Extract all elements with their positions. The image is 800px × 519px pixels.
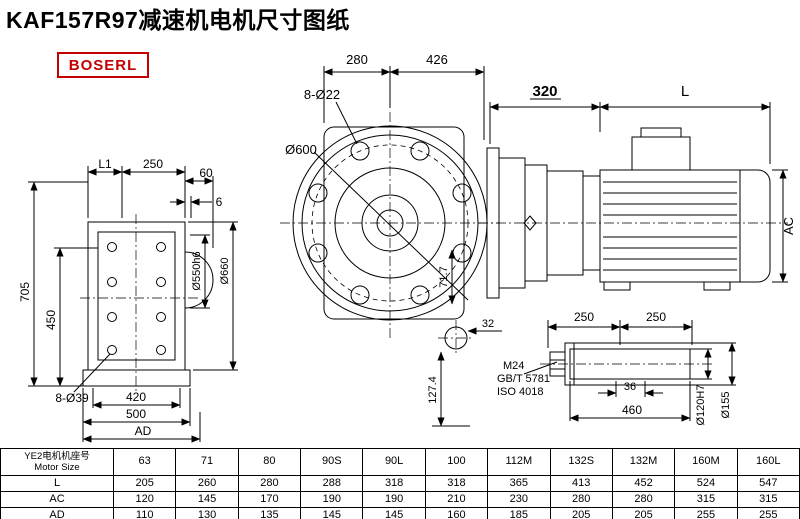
dim-value-cell: 110: [112, 507, 177, 519]
dim-250-a: 250: [574, 310, 594, 324]
dim-ad: AD: [135, 424, 152, 438]
dim-value-cell: 280: [611, 491, 676, 508]
dim-value-cell: 135: [237, 507, 302, 519]
dim-value-cell: 280: [549, 491, 613, 508]
dim-value-cell: 205: [611, 507, 676, 519]
frame-size-header: 160L: [736, 448, 800, 476]
boserl-logo-text: BOSERL: [68, 56, 138, 74]
dim-71-7: 71.7: [438, 266, 450, 287]
dim-value-cell: 255: [736, 507, 800, 519]
motor-view: [478, 98, 788, 299]
flange-view: [280, 66, 502, 427]
dim-value-cell: 413: [549, 475, 613, 492]
label-iso-4018: ISO 4018: [497, 386, 543, 398]
dim-value-cell: 547: [736, 475, 800, 492]
label-m24: M24: [503, 360, 524, 372]
dim-value-cell: 524: [674, 475, 738, 492]
dim-6: 6: [216, 195, 223, 209]
dim-450: 450: [44, 310, 58, 330]
dim-280: 280: [346, 52, 368, 67]
shaft-detail: [523, 320, 736, 422]
dim-value-cell: 145: [300, 507, 364, 519]
dim-value-cell: 185: [487, 507, 551, 519]
frame-size-header: 112M: [487, 448, 551, 476]
dim-127-4: 127.4: [427, 376, 439, 404]
dim-32: 32: [482, 318, 494, 330]
dim-8-d39: 8-Ø39: [55, 391, 89, 405]
frame-size-header: 100: [424, 448, 489, 476]
dim-value-cell: 210: [424, 491, 489, 508]
front-view: [28, 166, 238, 443]
dim-600: Ø600: [285, 142, 317, 157]
dim-8-d22: 8-Ø22: [304, 87, 340, 102]
dim-120h7: Ø120H7: [695, 385, 707, 426]
dim-155: Ø155: [720, 392, 732, 419]
dim-value-cell: 230: [487, 491, 551, 508]
dim-value-cell: 130: [175, 507, 239, 519]
frame-size-header: 63: [112, 448, 177, 476]
dim-value-cell: 205: [549, 507, 613, 519]
boserl-logo: BOSERL: [57, 52, 149, 78]
drawing-title: KAF157R97减速机电机尺寸图纸: [6, 7, 350, 33]
frame-size-header: 90S: [300, 448, 364, 476]
dim-ac: AC: [781, 217, 796, 235]
dim-value-cell: 170: [237, 491, 302, 508]
dim-250: 250: [143, 157, 163, 171]
frame-size-header: 160M: [674, 448, 738, 476]
dim-550h6: Ø550h6: [191, 251, 203, 290]
dim-l-motor: L: [681, 83, 689, 100]
dim-320: 320: [532, 83, 557, 100]
frame-size-header: 71: [175, 448, 239, 476]
label-gbt-5781: GB/T 5781: [497, 373, 550, 385]
technical-drawing: L1 250 60 6 705 450 8-Ø39 420 500 AD Ø55…: [18, 52, 796, 443]
dim-660: Ø660: [219, 258, 231, 285]
dim-l1: L1: [98, 157, 112, 171]
dim-value-cell: 190: [362, 491, 426, 508]
dim-value-cell: 160: [424, 507, 489, 519]
dim-value-cell: 145: [362, 507, 426, 519]
dim-value-cell: 255: [674, 507, 738, 519]
row-label: AC: [0, 491, 114, 508]
dim-value-cell: 315: [736, 491, 800, 508]
dim-value-cell: 145: [175, 491, 239, 508]
row-label: L: [0, 475, 114, 492]
dim-value-cell: 452: [611, 475, 676, 492]
frame-size-header: 80: [237, 448, 302, 476]
dim-value-cell: 365: [487, 475, 551, 492]
dim-60: 60: [199, 166, 213, 180]
dim-value-cell: 318: [424, 475, 489, 492]
dim-value-cell: 120: [112, 491, 177, 508]
frame-size-header: 132M: [611, 448, 676, 476]
dim-705: 705: [18, 282, 32, 302]
dim-426: 426: [426, 52, 448, 67]
dim-36: 36: [624, 381, 636, 393]
dim-250-b: 250: [646, 310, 666, 324]
dim-value-cell: 190: [300, 491, 364, 508]
dim-500: 500: [126, 407, 146, 421]
dim-value-cell: 280: [237, 475, 302, 492]
dim-value-cell: 288: [300, 475, 364, 492]
frame-size-header: 132S: [549, 448, 613, 476]
dim-value-cell: 260: [175, 475, 239, 492]
row-label: AD: [0, 507, 114, 519]
frame-size-header: 90L: [362, 448, 426, 476]
dim-value-cell: 315: [674, 491, 738, 508]
dim-value-cell: 205: [112, 475, 177, 492]
dim-420: 420: [126, 390, 146, 404]
dim-460: 460: [622, 403, 642, 417]
dim-value-cell: 318: [362, 475, 426, 492]
